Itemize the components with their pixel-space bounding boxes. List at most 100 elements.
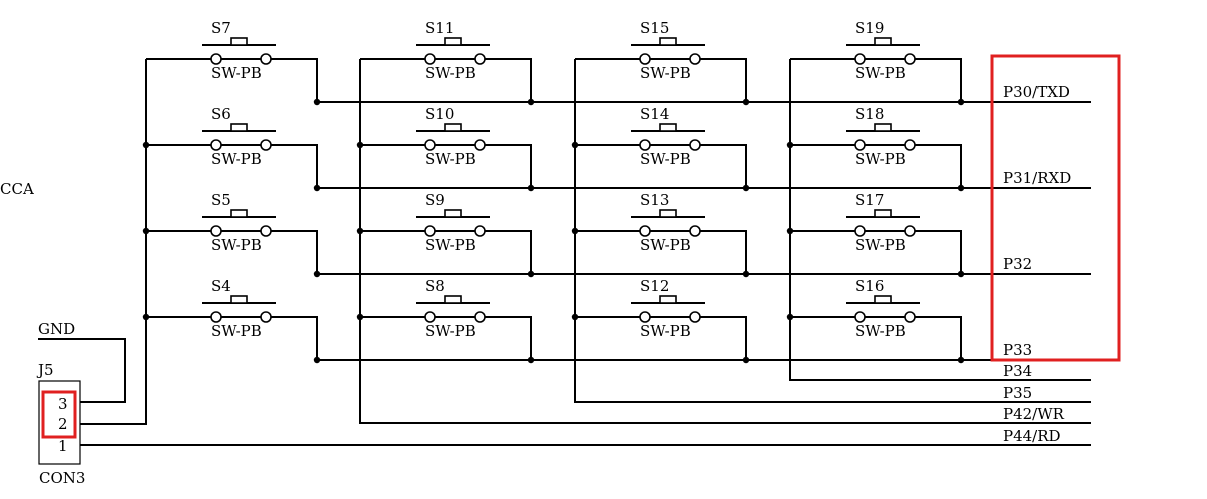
switch-contact-left bbox=[639, 139, 651, 151]
junction-dot bbox=[786, 141, 794, 149]
switch-plunger bbox=[230, 295, 248, 304]
switch-contact-right bbox=[689, 225, 701, 237]
switch-ref-label: S18 bbox=[855, 105, 884, 123]
switch-plunger bbox=[230, 209, 248, 218]
column-net-labels: P34 P35 P42/WR P44/RD bbox=[1003, 362, 1065, 445]
switch-contact-right bbox=[904, 311, 916, 323]
switch-contact-left bbox=[424, 139, 436, 151]
switch-contact-left bbox=[854, 225, 866, 237]
switch-ref-label: S6 bbox=[211, 105, 231, 123]
switch-contact-left bbox=[424, 225, 436, 237]
switch-contact-right bbox=[689, 53, 701, 65]
switch-contact-left bbox=[424, 311, 436, 323]
connector-pins-highlight bbox=[41, 390, 77, 439]
connector-value: CON3 bbox=[39, 469, 85, 487]
row-net-label: P33 bbox=[1003, 341, 1032, 359]
switch-contact-right bbox=[689, 139, 701, 151]
net-label-p35: P35 bbox=[1003, 384, 1032, 402]
switch-plunger bbox=[659, 37, 677, 46]
switch-contact-left bbox=[639, 53, 651, 65]
switch-contact-right bbox=[260, 139, 272, 151]
switch-ref-label: S11 bbox=[425, 19, 454, 37]
connector-pin-3: 3 bbox=[58, 395, 68, 413]
switch-contact-left bbox=[639, 225, 651, 237]
switch-plunger bbox=[659, 209, 677, 218]
switch-contact-left bbox=[210, 53, 222, 65]
switch-plunger bbox=[230, 123, 248, 132]
switch-ref-label: S8 bbox=[425, 277, 445, 295]
gnd-label: GND bbox=[38, 320, 75, 338]
junction-dot bbox=[356, 313, 364, 321]
switch-value-label: SW-PB bbox=[640, 150, 691, 168]
switch-contact-right bbox=[904, 53, 916, 65]
switch-ref-label: S17 bbox=[855, 191, 884, 209]
switch-value-label: SW-PB bbox=[640, 64, 691, 82]
switch-contact-left bbox=[210, 139, 222, 151]
switch-ref-label: S4 bbox=[211, 277, 231, 295]
switch-ref-label: S9 bbox=[425, 191, 445, 209]
switch-plunger bbox=[230, 37, 248, 46]
switch-ref-label: S10 bbox=[425, 105, 454, 123]
switch-plunger bbox=[659, 123, 677, 132]
switch-contact-right bbox=[904, 225, 916, 237]
switch-contact-left bbox=[854, 53, 866, 65]
row-nets-highlight bbox=[990, 54, 1121, 362]
switch-value-label: SW-PB bbox=[211, 150, 262, 168]
junction-dot bbox=[571, 227, 579, 235]
row-net-label: P31/RXD bbox=[1003, 169, 1071, 187]
switch-value-label: SW-PB bbox=[855, 150, 906, 168]
switch-ref-label: S14 bbox=[640, 105, 669, 123]
junction-dot bbox=[142, 313, 150, 321]
junction-dot bbox=[571, 313, 579, 321]
switch-contact-right bbox=[689, 311, 701, 323]
switch-value-label: SW-PB bbox=[425, 64, 476, 82]
switch-ref-label: S13 bbox=[640, 191, 669, 209]
switch-value-label: SW-PB bbox=[855, 236, 906, 254]
switch-ref-label: S12 bbox=[640, 277, 669, 295]
switch-plunger bbox=[874, 123, 892, 132]
switch-contact-right bbox=[260, 53, 272, 65]
switch-contact-left bbox=[424, 53, 436, 65]
switch-ref-label: S19 bbox=[855, 19, 884, 37]
switch-plunger bbox=[444, 37, 462, 46]
switch-contact-left bbox=[854, 311, 866, 323]
switch-value-label: SW-PB bbox=[425, 150, 476, 168]
connector-body bbox=[38, 380, 81, 465]
switch-contact-right bbox=[260, 311, 272, 323]
switch-contact-right bbox=[260, 225, 272, 237]
switch-contact-left bbox=[639, 311, 651, 323]
switch-value-label: SW-PB bbox=[855, 64, 906, 82]
switch-value-label: SW-PB bbox=[640, 322, 691, 340]
switch-value-label: SW-PB bbox=[211, 322, 262, 340]
junction-dot bbox=[356, 227, 364, 235]
switch-contact-right bbox=[474, 311, 486, 323]
row-net-label: P30/TXD bbox=[1003, 83, 1070, 101]
switch-contact-right bbox=[474, 139, 486, 151]
junction-dot bbox=[356, 141, 364, 149]
switch-plunger bbox=[659, 295, 677, 304]
switch-ref-label: S15 bbox=[640, 19, 669, 37]
switch-matrix: S7SW-PBS6SW-PBS5SW-PBS4SW-PBS11SW-PBS10S… bbox=[142, 19, 965, 364]
switch-contact-right bbox=[474, 53, 486, 65]
junction-dot bbox=[786, 313, 794, 321]
junction-dot bbox=[142, 227, 150, 235]
switch-ref-label: S7 bbox=[211, 19, 231, 37]
net-label-p42-wr: P42/WR bbox=[1003, 405, 1065, 423]
switch-plunger bbox=[874, 295, 892, 304]
switch-plunger bbox=[874, 209, 892, 218]
switch-contact-left bbox=[854, 139, 866, 151]
connector-ref: J5 bbox=[36, 361, 54, 379]
